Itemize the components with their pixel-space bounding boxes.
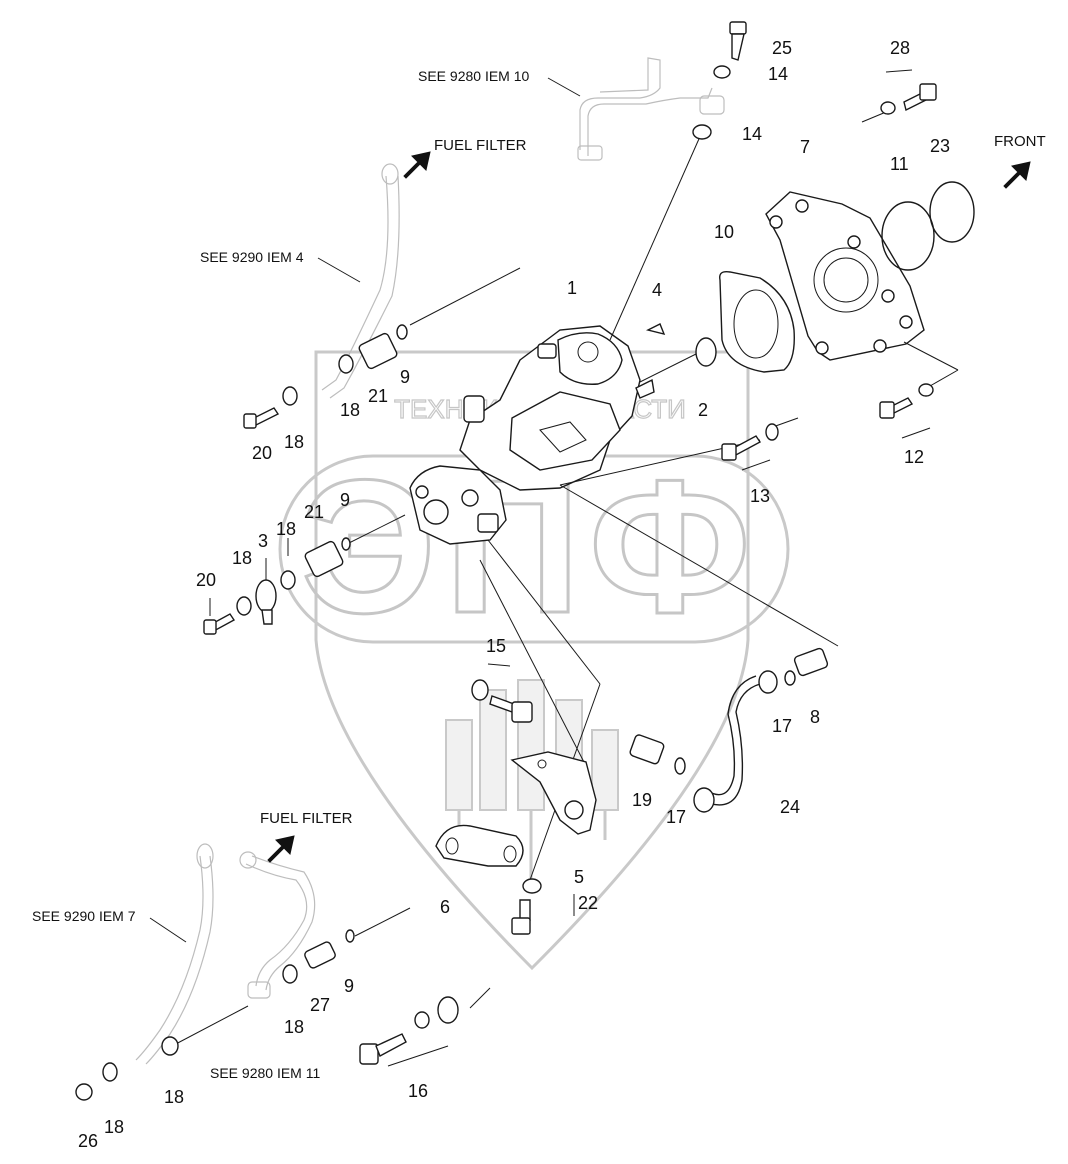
washer-18-bottom-a (282, 964, 298, 984)
gasket (719, 270, 795, 373)
callout: 14 (742, 124, 762, 144)
washer-28 (880, 101, 896, 115)
callout: 28 (890, 38, 910, 58)
reference-label-1: SEE 9280 IEM 10 (418, 68, 530, 84)
callout: 15 (486, 636, 506, 656)
bolt-28 (903, 83, 937, 112)
bracket-5 (510, 751, 597, 835)
fuel-filter-bottom-arrow-icon (267, 835, 295, 863)
callout: 5 (574, 867, 584, 887)
callout: 16 (408, 1081, 428, 1101)
pump-front-housing (765, 191, 925, 361)
fuel-filter-top-label: FUEL FILTER (434, 137, 527, 154)
callout: 11 (890, 154, 909, 174)
callout: 23 (930, 136, 950, 156)
fitting-27 (304, 941, 336, 969)
callout: 22 (578, 893, 598, 913)
callout: 12 (904, 447, 924, 467)
callout: 3 (258, 531, 268, 551)
banjo-fitting-3 (255, 579, 277, 625)
bolt-16 (359, 996, 459, 1065)
reference-label-4: SEE 9280 IEM 11 (210, 1065, 320, 1081)
bolt-15 (471, 679, 533, 723)
callout: 2 (698, 400, 708, 420)
washer-18-mid-b (236, 596, 252, 616)
fuel-pipe-bottom-left (135, 843, 316, 1065)
fuel-filter-top-arrow-icon (403, 151, 431, 179)
callout: 27 (310, 995, 330, 1015)
nut-26 (75, 1083, 93, 1101)
callout: 19 (632, 790, 652, 810)
callout: 17 (666, 807, 686, 827)
reference-label-2: SEE 9290 IEM 4 (200, 249, 304, 265)
callout: 17 (772, 716, 792, 736)
washer-18-bottom-b (161, 1036, 179, 1056)
callout: 18 (284, 1017, 304, 1037)
washer-18-bottom-c (102, 1062, 118, 1082)
callout: 21 (304, 502, 324, 522)
callout: 18 (232, 548, 252, 568)
callout: 20 (252, 443, 272, 463)
front-label: FRONT (994, 133, 1046, 150)
washer-14b (692, 124, 712, 140)
high-pressure-fuel-pump (409, 325, 655, 545)
callout: 4 (652, 280, 662, 300)
banjo-2 (695, 337, 717, 367)
wedge-4 (645, 323, 666, 336)
callout: 18 (164, 1087, 184, 1107)
o-ring-17b (784, 670, 796, 686)
o-rings-front (881, 181, 975, 271)
callout: 13 (750, 486, 770, 506)
washer-18-top-b (282, 386, 298, 406)
bolt-22 (511, 899, 531, 935)
callout: 14 (768, 64, 788, 84)
bracket-6 (435, 824, 524, 867)
bolt-20-top (243, 407, 280, 429)
callout: 9 (340, 490, 350, 510)
leader-lines (171, 69, 959, 1067)
callout: 21 (368, 386, 388, 406)
fuel-pipe-left (321, 163, 400, 399)
callout: 9 (400, 367, 410, 387)
callout: 7 (800, 137, 810, 157)
pipe-24 (693, 670, 778, 813)
callout: 24 (780, 797, 800, 817)
o-ring-9-bottom (345, 929, 355, 943)
bolt-20-mid (203, 613, 236, 635)
callout: 20 (196, 570, 216, 590)
bolt-12 (879, 397, 914, 419)
callout: 6 (440, 897, 450, 917)
reference-label-3: SEE 9290 IEM 7 (32, 908, 136, 924)
fuel-filter-bottom-label: FUEL FILTER (260, 810, 353, 827)
callout: 18 (276, 519, 296, 539)
fitting-21-top (358, 324, 408, 370)
callout: 18 (340, 400, 360, 420)
callout: 8 (810, 707, 820, 727)
callout: 9 (344, 976, 354, 996)
fuel-pipe-top (577, 57, 725, 161)
bolt-13 (721, 435, 762, 461)
washer-12 (918, 383, 934, 397)
callout: 25 (772, 38, 792, 58)
callout: 1 (567, 278, 577, 298)
bolt-25 (729, 21, 747, 61)
washer-22 (522, 878, 542, 894)
part-callouts: 25 14 28 14 7 11 23 10 1 4 9 21 18 18 20… (78, 38, 950, 1151)
o-ring-17a (674, 757, 686, 775)
callout: 26 (78, 1131, 98, 1151)
callout: 18 (104, 1117, 124, 1137)
washer-18-top-a (338, 354, 354, 374)
front-arrow-icon (1003, 161, 1031, 189)
washer-14a (713, 65, 731, 79)
connector-19 (629, 734, 665, 765)
callout: 10 (714, 222, 734, 242)
fitting-8 (793, 647, 829, 677)
callout: 18 (284, 432, 304, 452)
washer-18-mid-a (280, 570, 296, 590)
washer-13 (765, 423, 779, 441)
fitting-21-mid (304, 537, 351, 578)
